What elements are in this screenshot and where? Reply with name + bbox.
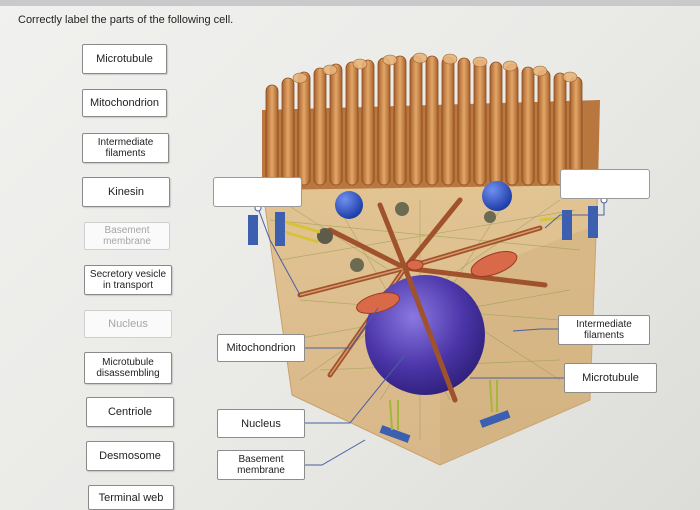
microvilli bbox=[265, 55, 583, 186]
bank-label-nucleus[interactable]: Nucleus bbox=[84, 310, 172, 338]
placed-label-intermediate-filaments[interactable]: Intermediate filaments bbox=[558, 315, 650, 345]
bank-label-text: Microtubule bbox=[96, 53, 153, 65]
mitochondrion-2 bbox=[356, 292, 400, 314]
small-vesicle-3 bbox=[484, 211, 496, 223]
bank-label-kinesin[interactable]: Kinesin bbox=[82, 177, 170, 207]
microvilli-back-row bbox=[292, 52, 578, 84]
placed-label-basement-membrane[interactable]: Basement membrane bbox=[217, 450, 305, 480]
small-vesicle-2 bbox=[395, 202, 409, 216]
bank-label-text: Kinesin bbox=[107, 186, 145, 198]
bank-label-microtubule[interactable]: Microtubule bbox=[82, 44, 167, 74]
leader-lines bbox=[254, 196, 608, 466]
hemidesmosomes bbox=[379, 410, 511, 443]
bank-label-text: Intermediate filaments bbox=[97, 137, 154, 159]
bank-label-terminal-web[interactable]: Terminal web bbox=[88, 485, 174, 510]
placed-label-nucleus[interactable]: Nucleus bbox=[217, 409, 305, 438]
desmosome-right bbox=[539, 206, 598, 240]
upper-left-target[interactable] bbox=[213, 177, 302, 207]
placed-label-text: Mitochondrion bbox=[226, 342, 296, 354]
bank-label-secretory-vesicle[interactable]: Secretory vesicle in transport bbox=[84, 265, 172, 295]
bank-label-desmosome[interactable]: Desmosome bbox=[86, 441, 174, 471]
bank-label-microtubule-disassembling[interactable]: Microtubule disassembling bbox=[84, 352, 172, 384]
desmosome-left bbox=[248, 212, 321, 246]
bank-label-text: Basement membrane bbox=[103, 225, 151, 247]
bank-label-text: Terminal web bbox=[98, 491, 164, 504]
bank-label-text: Desmosome bbox=[99, 450, 161, 462]
small-vesicle-1 bbox=[317, 228, 333, 244]
bank-label-text: Nucleus bbox=[108, 318, 148, 330]
question-instruction: Correctly label the parts of the followi… bbox=[18, 14, 234, 26]
small-vesicle-4 bbox=[350, 258, 364, 272]
bank-label-basement-membrane[interactable]: Basement membrane bbox=[84, 222, 170, 250]
cell-side-face bbox=[440, 225, 596, 465]
bank-label-mitochondrion[interactable]: Mitochondrion bbox=[82, 89, 167, 117]
placed-label-mitochondrion[interactable]: Mitochondrion bbox=[217, 334, 305, 362]
basal-filaments bbox=[389, 379, 498, 431]
mitochondrion-1 bbox=[470, 251, 518, 277]
upper-right-target[interactable] bbox=[560, 169, 650, 199]
mitochondrion-3 bbox=[406, 259, 424, 271]
bank-label-text: Secretory vesicle in transport bbox=[89, 269, 167, 291]
bank-label-intermediate-filaments[interactable]: Intermediate filaments bbox=[82, 133, 169, 163]
bank-label-centriole[interactable]: Centriole bbox=[86, 397, 174, 427]
placed-label-microtubule[interactable]: Microtubule bbox=[564, 363, 657, 393]
microtubule-front bbox=[402, 265, 458, 403]
bank-label-text: Centriole bbox=[107, 406, 153, 418]
bank-label-text: Mitochondrion bbox=[89, 97, 160, 109]
placed-label-text: Nucleus bbox=[241, 417, 281, 430]
top-bar bbox=[0, 0, 700, 6]
placed-label-text: Basement membrane bbox=[237, 454, 285, 476]
secretory-vesicle-1 bbox=[335, 191, 363, 219]
placed-label-text: Intermediate filaments bbox=[576, 319, 632, 341]
secretory-vesicle-2 bbox=[482, 181, 512, 211]
placed-label-text: Microtubule bbox=[582, 372, 639, 384]
bank-label-text: Microtubule disassembling bbox=[96, 357, 160, 379]
